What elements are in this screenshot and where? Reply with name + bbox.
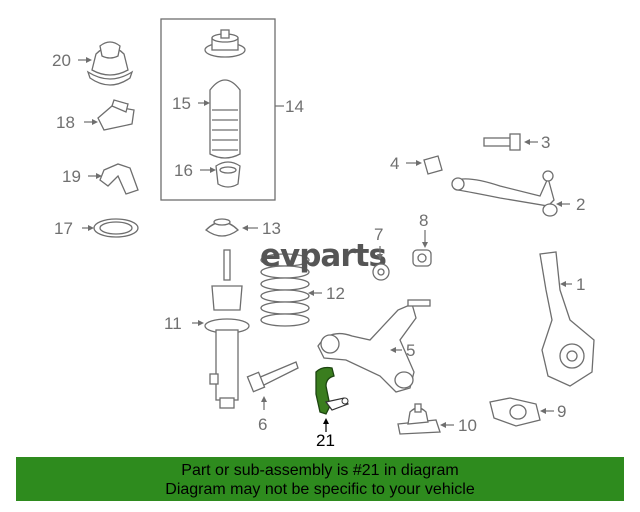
- callout-8: 8: [419, 211, 428, 230]
- part-10[interactable]: [397, 403, 441, 435]
- callout-16: 16: [174, 161, 193, 180]
- callout-2: 2: [576, 195, 585, 214]
- part-1[interactable]: [539, 251, 595, 387]
- part-19[interactable]: [99, 163, 139, 195]
- callout-17: 17: [54, 219, 73, 238]
- part-16[interactable]: [215, 161, 241, 188]
- callout-15: 15: [172, 94, 191, 113]
- banner-line-2: Diagram may not be specific to your vehi…: [165, 481, 475, 498]
- callout-11: 11: [164, 314, 182, 333]
- callout-13: 13: [262, 219, 281, 238]
- part-21-highlighted[interactable]: [315, 366, 349, 415]
- part-12[interactable]: [260, 253, 310, 327]
- part-13[interactable]: [205, 218, 239, 237]
- part-2[interactable]: [451, 170, 558, 217]
- part-18[interactable]: [97, 99, 135, 131]
- callout-10: 10: [458, 416, 477, 435]
- part-14-mount[interactable]: [204, 29, 246, 58]
- part-11[interactable]: [204, 249, 250, 409]
- callout-6: 6: [258, 415, 267, 434]
- assembly-14-box: [160, 18, 276, 201]
- callout-21: 21: [316, 431, 335, 450]
- callout-20: 20: [52, 51, 71, 70]
- callout-7: 7: [374, 225, 383, 244]
- callout-19: 19: [62, 167, 81, 186]
- callout-12: 12: [326, 284, 345, 303]
- callout-9: 9: [557, 402, 566, 421]
- part-17[interactable]: [93, 218, 139, 238]
- callout-4: 4: [390, 154, 399, 173]
- part-20[interactable]: [86, 41, 134, 86]
- part-4[interactable]: [423, 155, 443, 175]
- part-15[interactable]: [209, 79, 241, 159]
- part-3[interactable]: [483, 133, 521, 151]
- callout-14: 14: [285, 97, 304, 116]
- info-banner: Part or sub-assembly is #21 in diagram D…: [16, 457, 624, 501]
- part-7[interactable]: [372, 263, 390, 281]
- callout-1: 1: [576, 275, 585, 294]
- part-6[interactable]: [246, 361, 299, 393]
- part-5[interactable]: [317, 299, 431, 393]
- banner-line-1: Part or sub-assembly is #21 in diagram: [181, 462, 459, 479]
- callout-3: 3: [541, 133, 550, 152]
- callout-5: 5: [406, 341, 415, 360]
- callout-18: 18: [56, 113, 75, 132]
- logo: evparts: [260, 238, 386, 274]
- part-9[interactable]: [489, 397, 541, 427]
- part-8[interactable]: [412, 249, 432, 267]
